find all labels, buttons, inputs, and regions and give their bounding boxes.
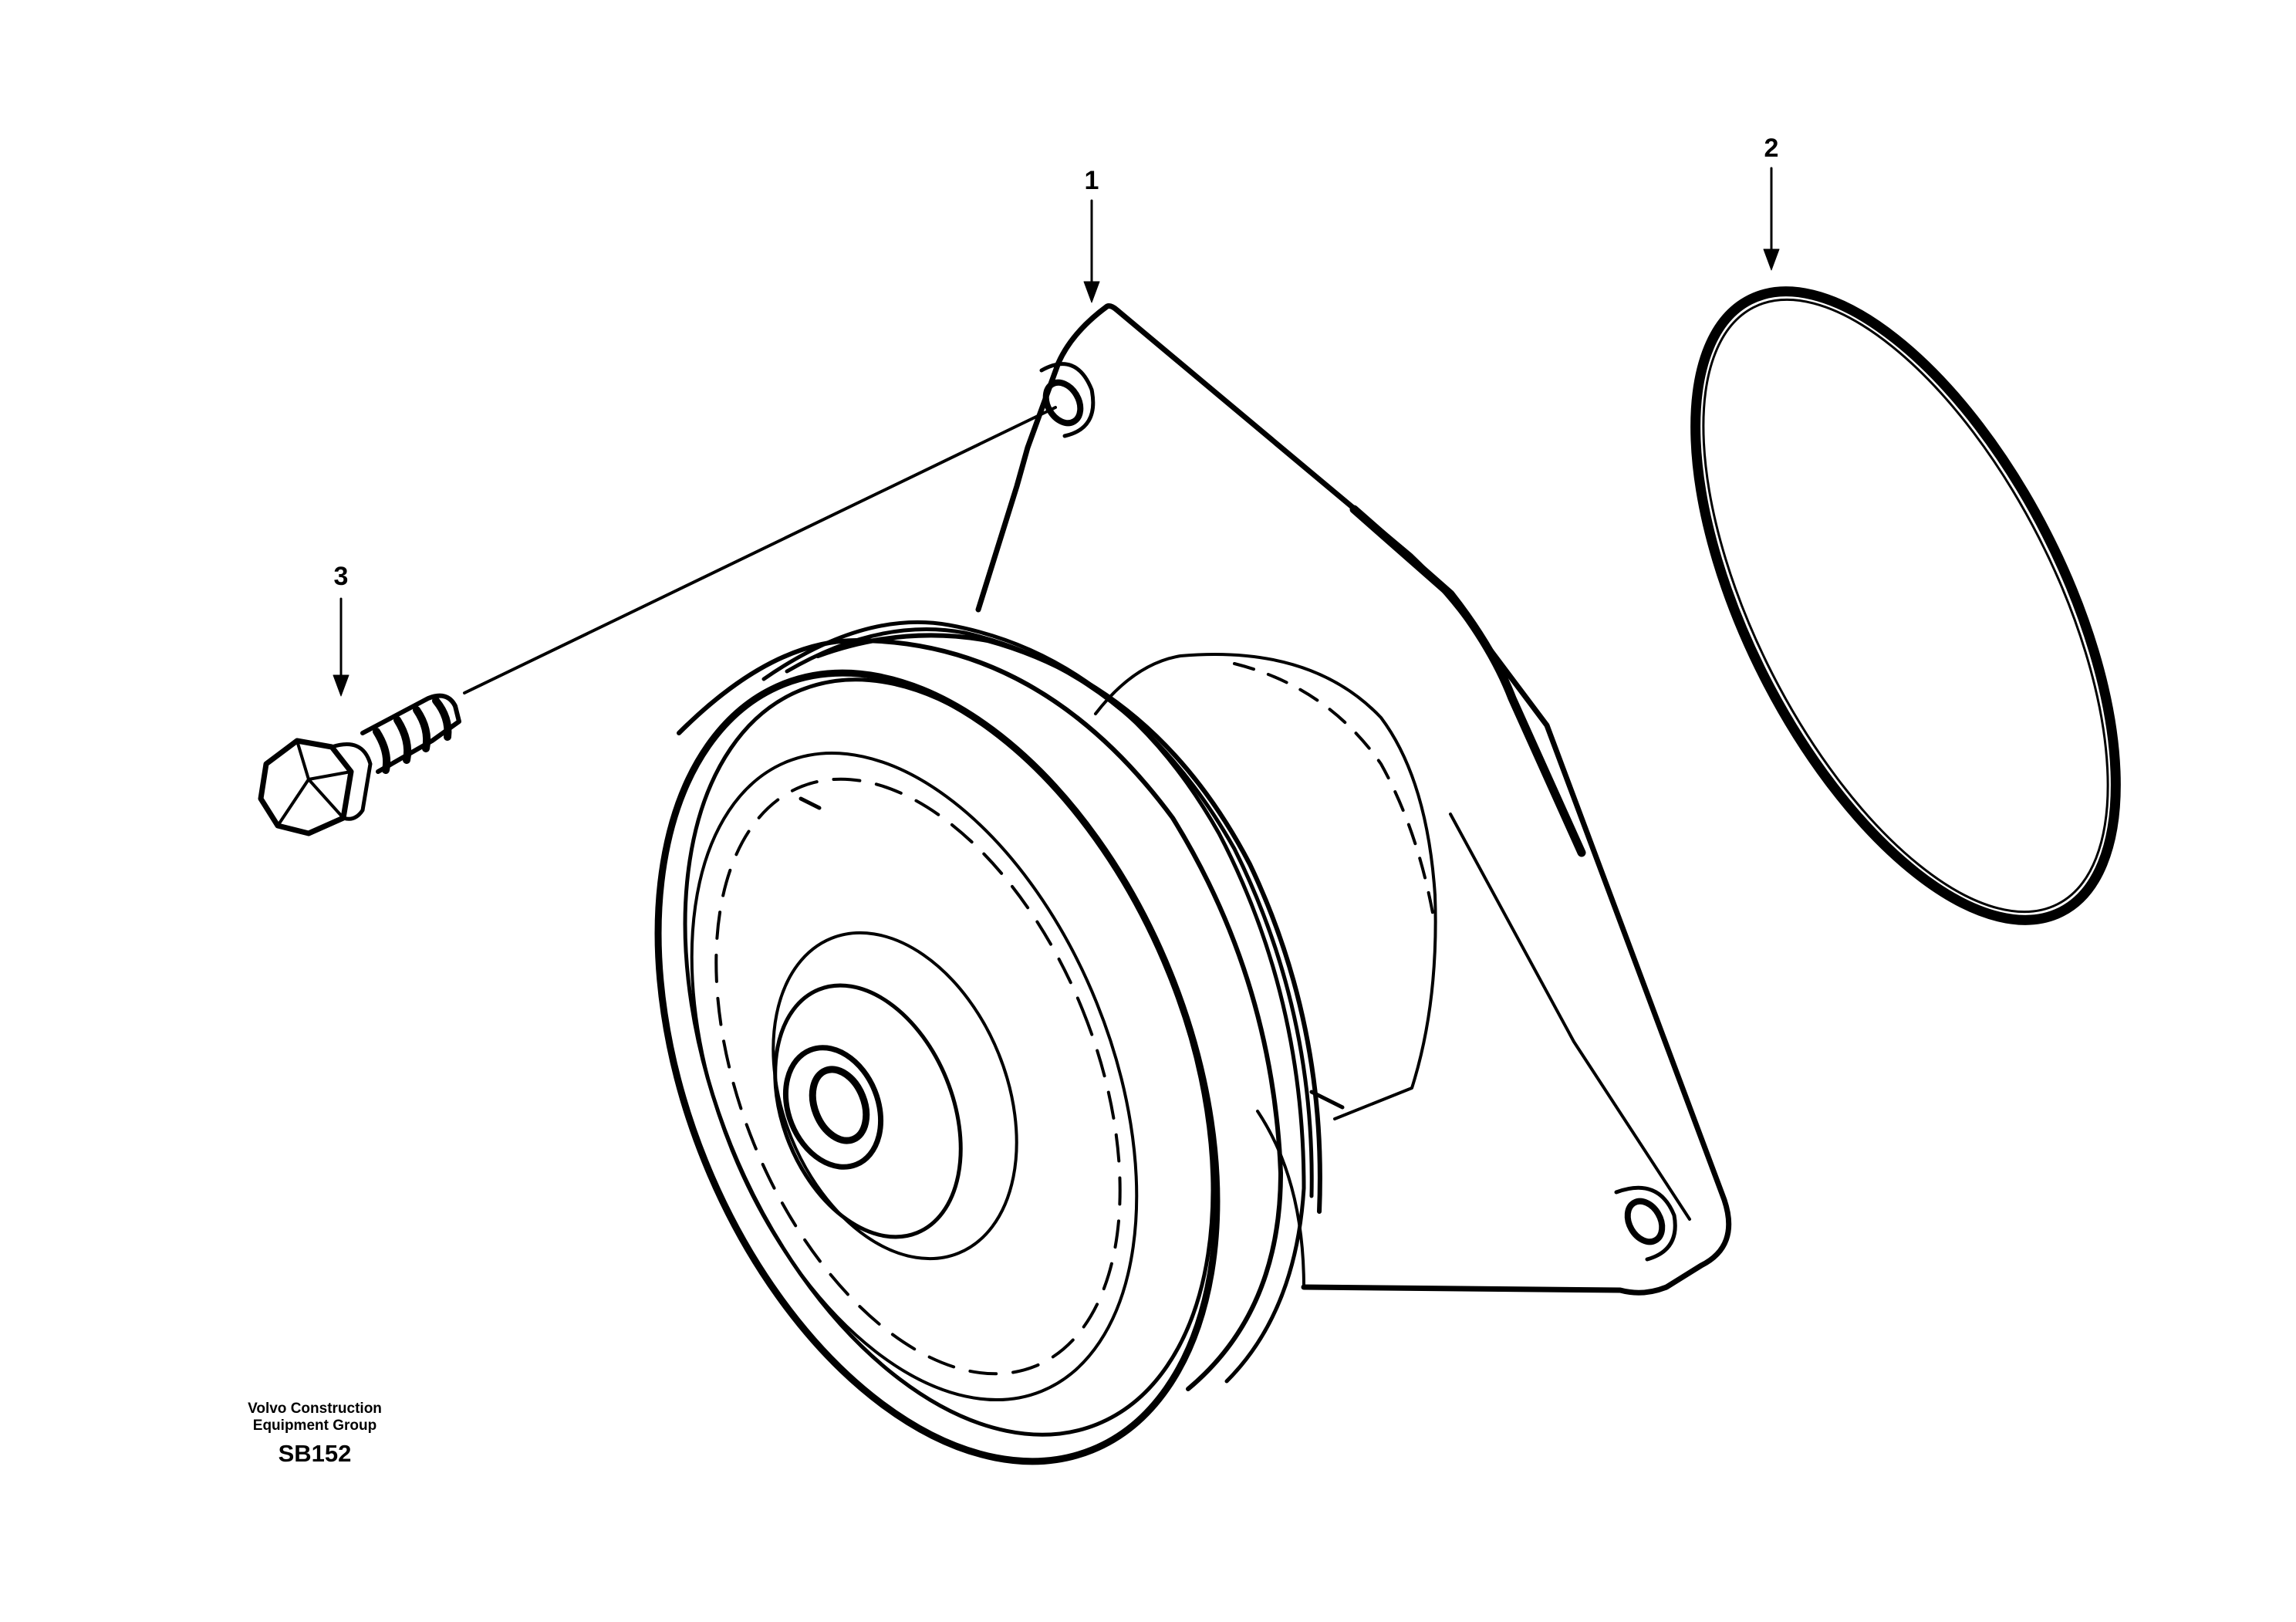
- callout-3: 3: [333, 562, 349, 697]
- pulley-hub-outer: [772, 931, 1018, 1261]
- pump-flange-edge: [1349, 505, 1586, 857]
- diagram-credit: Volvo Construction Equipment Group SB152: [199, 1401, 430, 1470]
- callout-3-label: 3: [334, 562, 349, 591]
- credit-line-1: Volvo Construction: [248, 1401, 382, 1417]
- pulley-bore: [809, 1066, 870, 1144]
- callout-1-label: 1: [1085, 166, 1099, 195]
- callout-1: 1: [1083, 166, 1100, 303]
- pulley: [654, 620, 1345, 1465]
- upper-bolt-hole: [1042, 379, 1084, 427]
- pump-flange: [975, 303, 1732, 1296]
- lower-bolt-boss: [1614, 1185, 1677, 1262]
- bolt-threads: [373, 697, 452, 774]
- water-pump: [654, 303, 1732, 1465]
- bolt: [258, 693, 461, 836]
- upper-bolt-boss: [1039, 362, 1096, 438]
- callout-2: 2: [1763, 133, 1780, 271]
- credit-line-2: Equipment Group: [252, 1418, 377, 1434]
- pump-housing: [1094, 653, 1437, 897]
- pump-housing-side: [1256, 1110, 1305, 1289]
- bolt-shank: [360, 693, 461, 774]
- pump-housing-hidden: [1233, 662, 1437, 928]
- o-ring: [1690, 286, 2121, 925]
- pump-housing-lower: [1333, 894, 1437, 1120]
- pump-flange-step: [1449, 813, 1691, 1221]
- bolt-hex-head: [258, 738, 354, 836]
- callout-2-label: 2: [1764, 133, 1779, 163]
- lower-bolt-hole: [1624, 1198, 1666, 1245]
- pulley-bore-outer: [782, 1045, 884, 1170]
- assembly-leader-line: [463, 406, 1057, 694]
- diagram-code: SB152: [278, 1440, 352, 1467]
- pulley-hub: [773, 983, 963, 1239]
